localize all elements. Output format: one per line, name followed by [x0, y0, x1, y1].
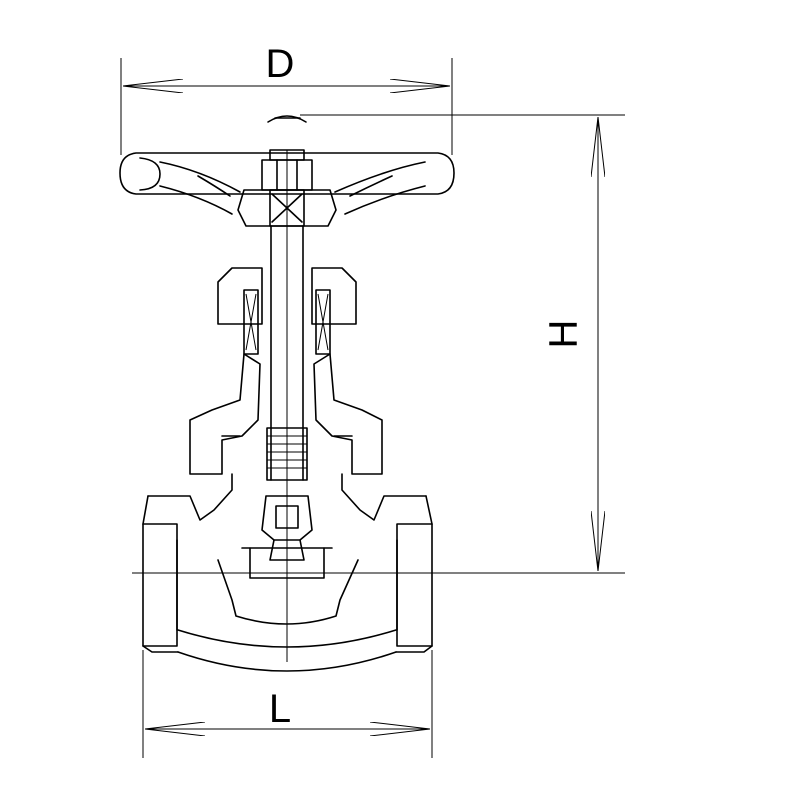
dimension-d: D [120, 42, 453, 155]
handwheel [119, 115, 455, 227]
bonnet [189, 353, 383, 475]
dimension-label-l: L [269, 687, 291, 731]
dimension-l: L [142, 650, 433, 758]
centerlines [132, 150, 625, 662]
valve-body [142, 473, 433, 672]
dimension-label-d: D [266, 42, 295, 86]
gland-nut [217, 267, 357, 355]
dimension-label-h: H [542, 320, 586, 349]
dimension-h: H [300, 114, 625, 571]
stem [266, 225, 308, 481]
